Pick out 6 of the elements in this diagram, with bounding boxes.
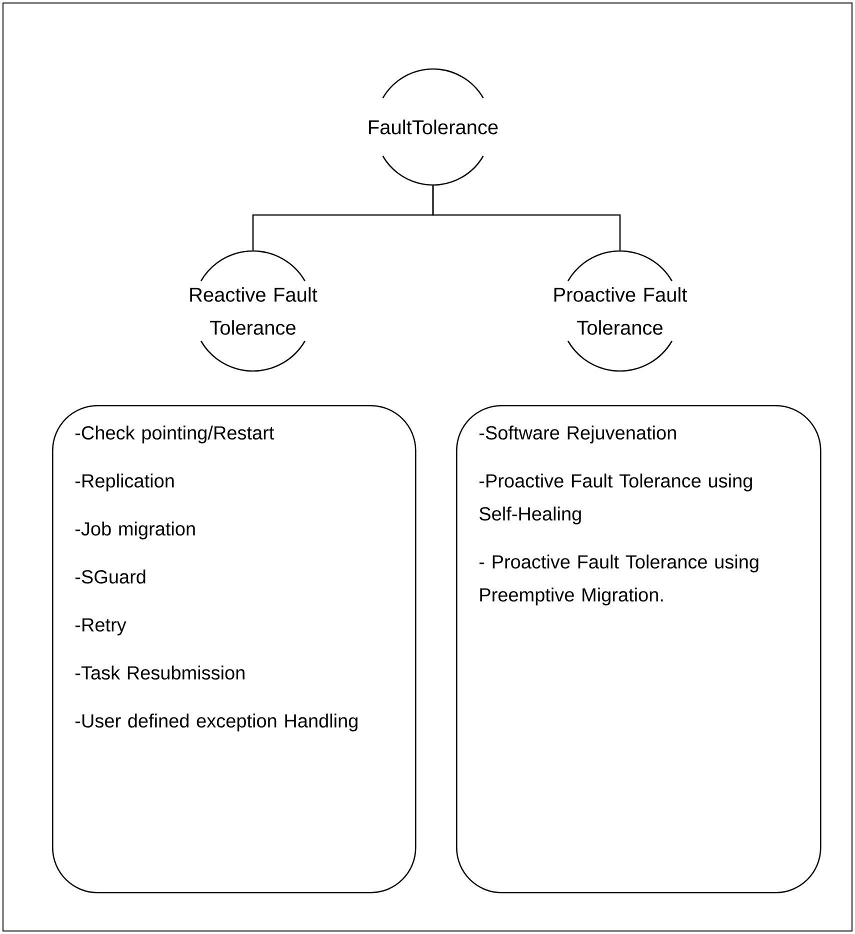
category-node: Reactive Fault Tolerance [190,250,318,372]
category-node: Proactive Fault Tolerance [554,250,688,372]
list-box: -Check pointing/Restart -Replication -Job migration -SGuard -Retry -Task Resubmission -User defined exception Handling [52,405,416,894]
connector-line [432,186,621,250]
category-node: FaultTolerance [369,68,498,186]
list-box: -Software Rejuvenation -Proactive Fault Tolerance using Self-Healing - Proactive Fault Tolerance using Preemptive Migration. [456,405,822,894]
